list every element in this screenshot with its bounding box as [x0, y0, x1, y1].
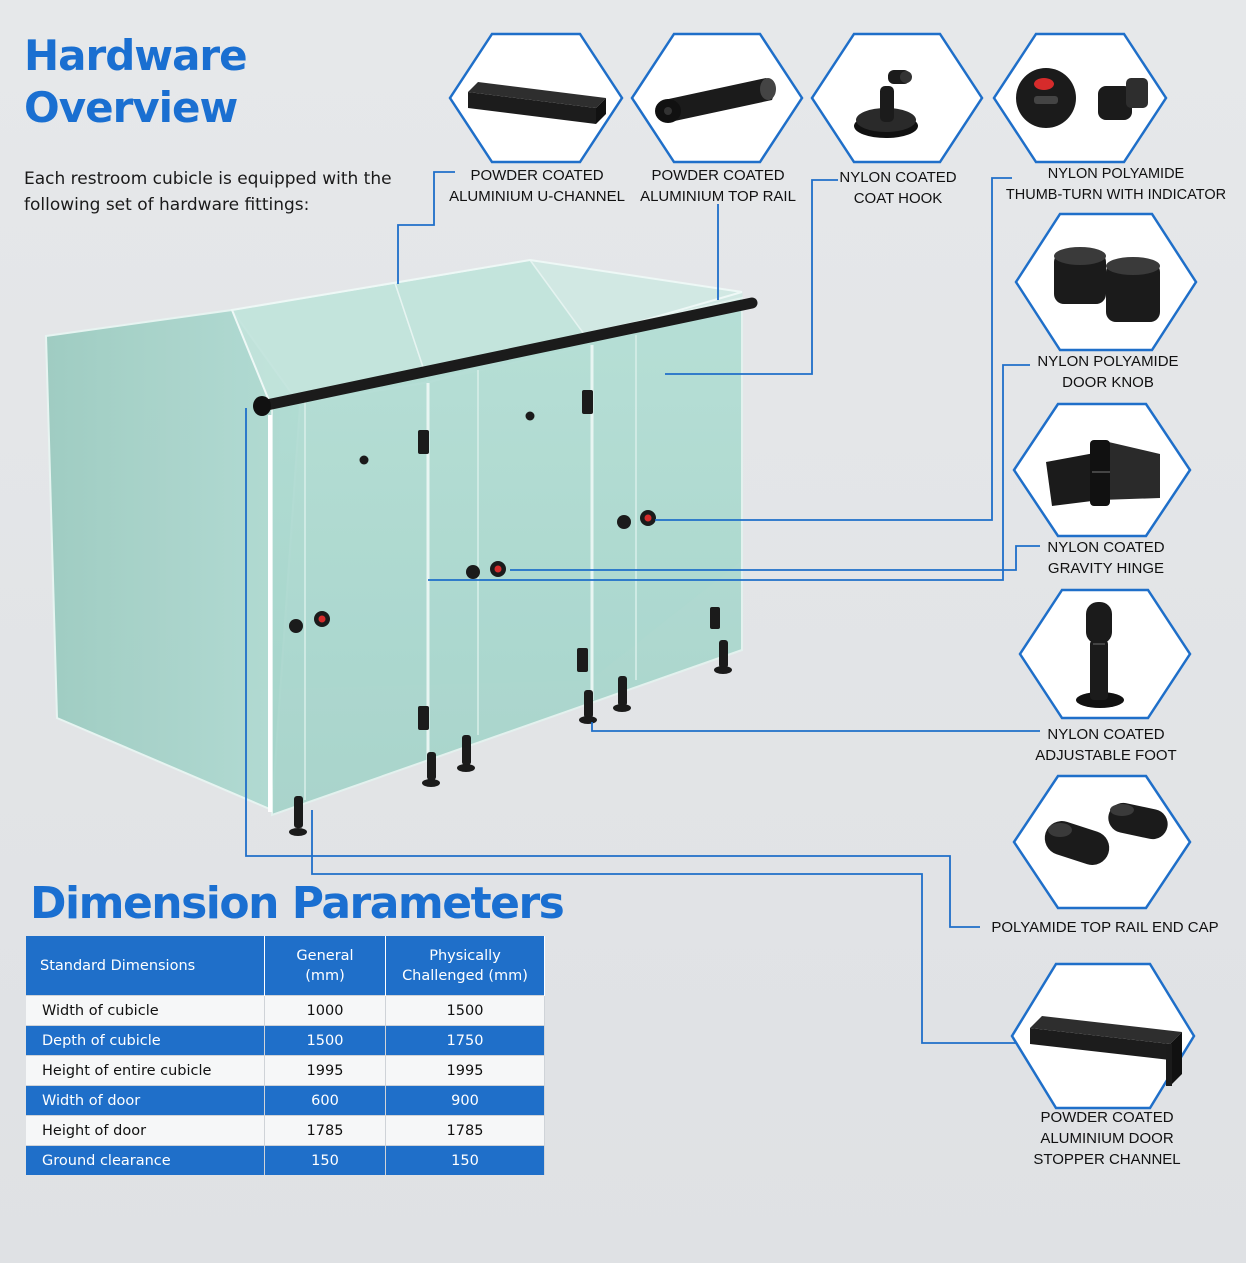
u-channel-icon [468, 82, 606, 124]
door-knob [466, 565, 480, 579]
end-cap-icon [1044, 802, 1168, 865]
leader-thumb-turn [655, 177, 1012, 521]
gravity-hinge-icon [1046, 440, 1160, 506]
hex-thumb-turn [992, 32, 1168, 164]
top-rail-icon [655, 78, 776, 123]
feet [289, 640, 732, 836]
header-standard-dimensions: Standard Dimensions [26, 936, 265, 996]
label-u-channel: POWDER COATED ALUMINIUM U-CHANNEL [449, 167, 625, 205]
cell-dimension: Depth of cubicle [26, 1025, 265, 1056]
hex-end-cap [1012, 774, 1192, 910]
cell-general: 1500 [264, 1025, 386, 1056]
stopper-channel-icon [1030, 1016, 1182, 1086]
hinge [418, 430, 429, 454]
hinge [710, 607, 720, 629]
hex-stopper-channel [1010, 962, 1196, 1110]
cell-general: 1785 [264, 1115, 386, 1146]
end-cap [253, 396, 271, 416]
label-stopper-channel: POWDER COATED ALUMINIUM DOOR STOPPER CHA… [1033, 1109, 1181, 1168]
label-adjustable-foot: NYLON COATED ADJUSTABLE FOOT [1035, 726, 1177, 764]
hex-adjustable-foot [1018, 588, 1192, 720]
top-rail [256, 297, 758, 412]
table-row: Height of door 1785 1785 [26, 1115, 545, 1146]
leader-adjustable-foot [591, 722, 1040, 732]
hinge [582, 390, 593, 414]
leader-lines [245, 171, 1040, 1044]
label-door-knob: NYLON POLYAMIDE DOOR KNOB [1037, 353, 1179, 391]
cubicle-illustration [44, 258, 758, 836]
cell-challenged: 1785 [385, 1115, 545, 1146]
dimension-parameters-title: Dimension Parameters [30, 878, 565, 929]
cell-general: 150 [264, 1145, 386, 1175]
label-end-cap: POLYAMIDE TOP RAIL END CAP [991, 919, 1219, 936]
leader-end-cap [245, 408, 980, 928]
cell-challenged: 1500 [385, 995, 545, 1026]
table-row: Ground clearance 150 150 [26, 1145, 545, 1175]
leader-stopper-channel [311, 810, 1018, 1044]
table-header-row: Standard Dimensions General (mm) Physica… [26, 936, 545, 996]
hex-door-knob [1014, 212, 1198, 352]
coat-hook-icon [854, 70, 918, 138]
cell-challenged: 1750 [385, 1025, 545, 1056]
coat-hook [359, 455, 369, 465]
header-general: General (mm) [264, 936, 386, 996]
cell-general: 600 [264, 1085, 386, 1116]
hinge [577, 648, 588, 672]
hex-gravity-hinge [1012, 402, 1192, 538]
label-gravity-hinge: NYLON COATED GRAVITY HINGE [1047, 539, 1165, 577]
cell-general: 1995 [264, 1055, 386, 1086]
label-top-rail: POWDER COATED ALUMINIUM TOP RAIL [640, 167, 796, 205]
cell-dimension: Height of door [26, 1115, 265, 1146]
door-knob [289, 619, 303, 633]
hex-top-rail [630, 32, 804, 164]
cell-challenged: 900 [385, 1085, 545, 1116]
table-row: Width of door 600 900 [26, 1085, 545, 1116]
leader-u-channel [397, 171, 455, 284]
label-thumb-turn: NYLON POLYAMIDE THUMB-TURN WITH INDICATO… [1005, 166, 1227, 203]
title-line-1: Hardware [24, 31, 248, 80]
header-physically-challenged: Physically Challenged (mm) [385, 936, 545, 996]
label-coat-hook: NYLON COATED COAT HOOK [839, 169, 957, 207]
table-row: Depth of cubicle 1500 1750 [26, 1025, 545, 1056]
indicator-red [494, 565, 502, 573]
thumb-turn-icon [1016, 68, 1148, 128]
cell-challenged: 1995 [385, 1055, 545, 1086]
title-line-2: Overview [24, 83, 238, 132]
cell-dimension: Width of cubicle [26, 995, 265, 1026]
cell-dimension: Width of door [26, 1085, 265, 1116]
leader-gravity-hinge [510, 545, 1040, 571]
hex-u-channel [448, 32, 624, 164]
indicator-red [644, 514, 652, 522]
adjustable-foot-icon [1076, 602, 1124, 708]
dimension-table: Standard Dimensions General (mm) Physica… [26, 936, 545, 1175]
door-knob-icon [1054, 247, 1160, 322]
hinge [418, 706, 429, 730]
leader-door-knob [428, 364, 1030, 581]
cell-challenged: 150 [385, 1145, 545, 1175]
cell-general: 1000 [264, 995, 386, 1026]
table-row: Height of entire cubicle 1995 1995 [26, 1055, 545, 1086]
door-knob [617, 515, 631, 529]
intro-text: Each restroom cubicle is equipped with t… [24, 169, 392, 215]
leader-coat-hook [665, 179, 838, 375]
table-row: Width of cubicle 1000 1500 [26, 995, 545, 1026]
cell-dimension: Ground clearance [26, 1145, 265, 1175]
hex-coat-hook [810, 32, 984, 164]
coat-hook [525, 411, 535, 421]
indicator-red [318, 615, 326, 623]
cell-dimension: Height of entire cubicle [26, 1055, 265, 1086]
